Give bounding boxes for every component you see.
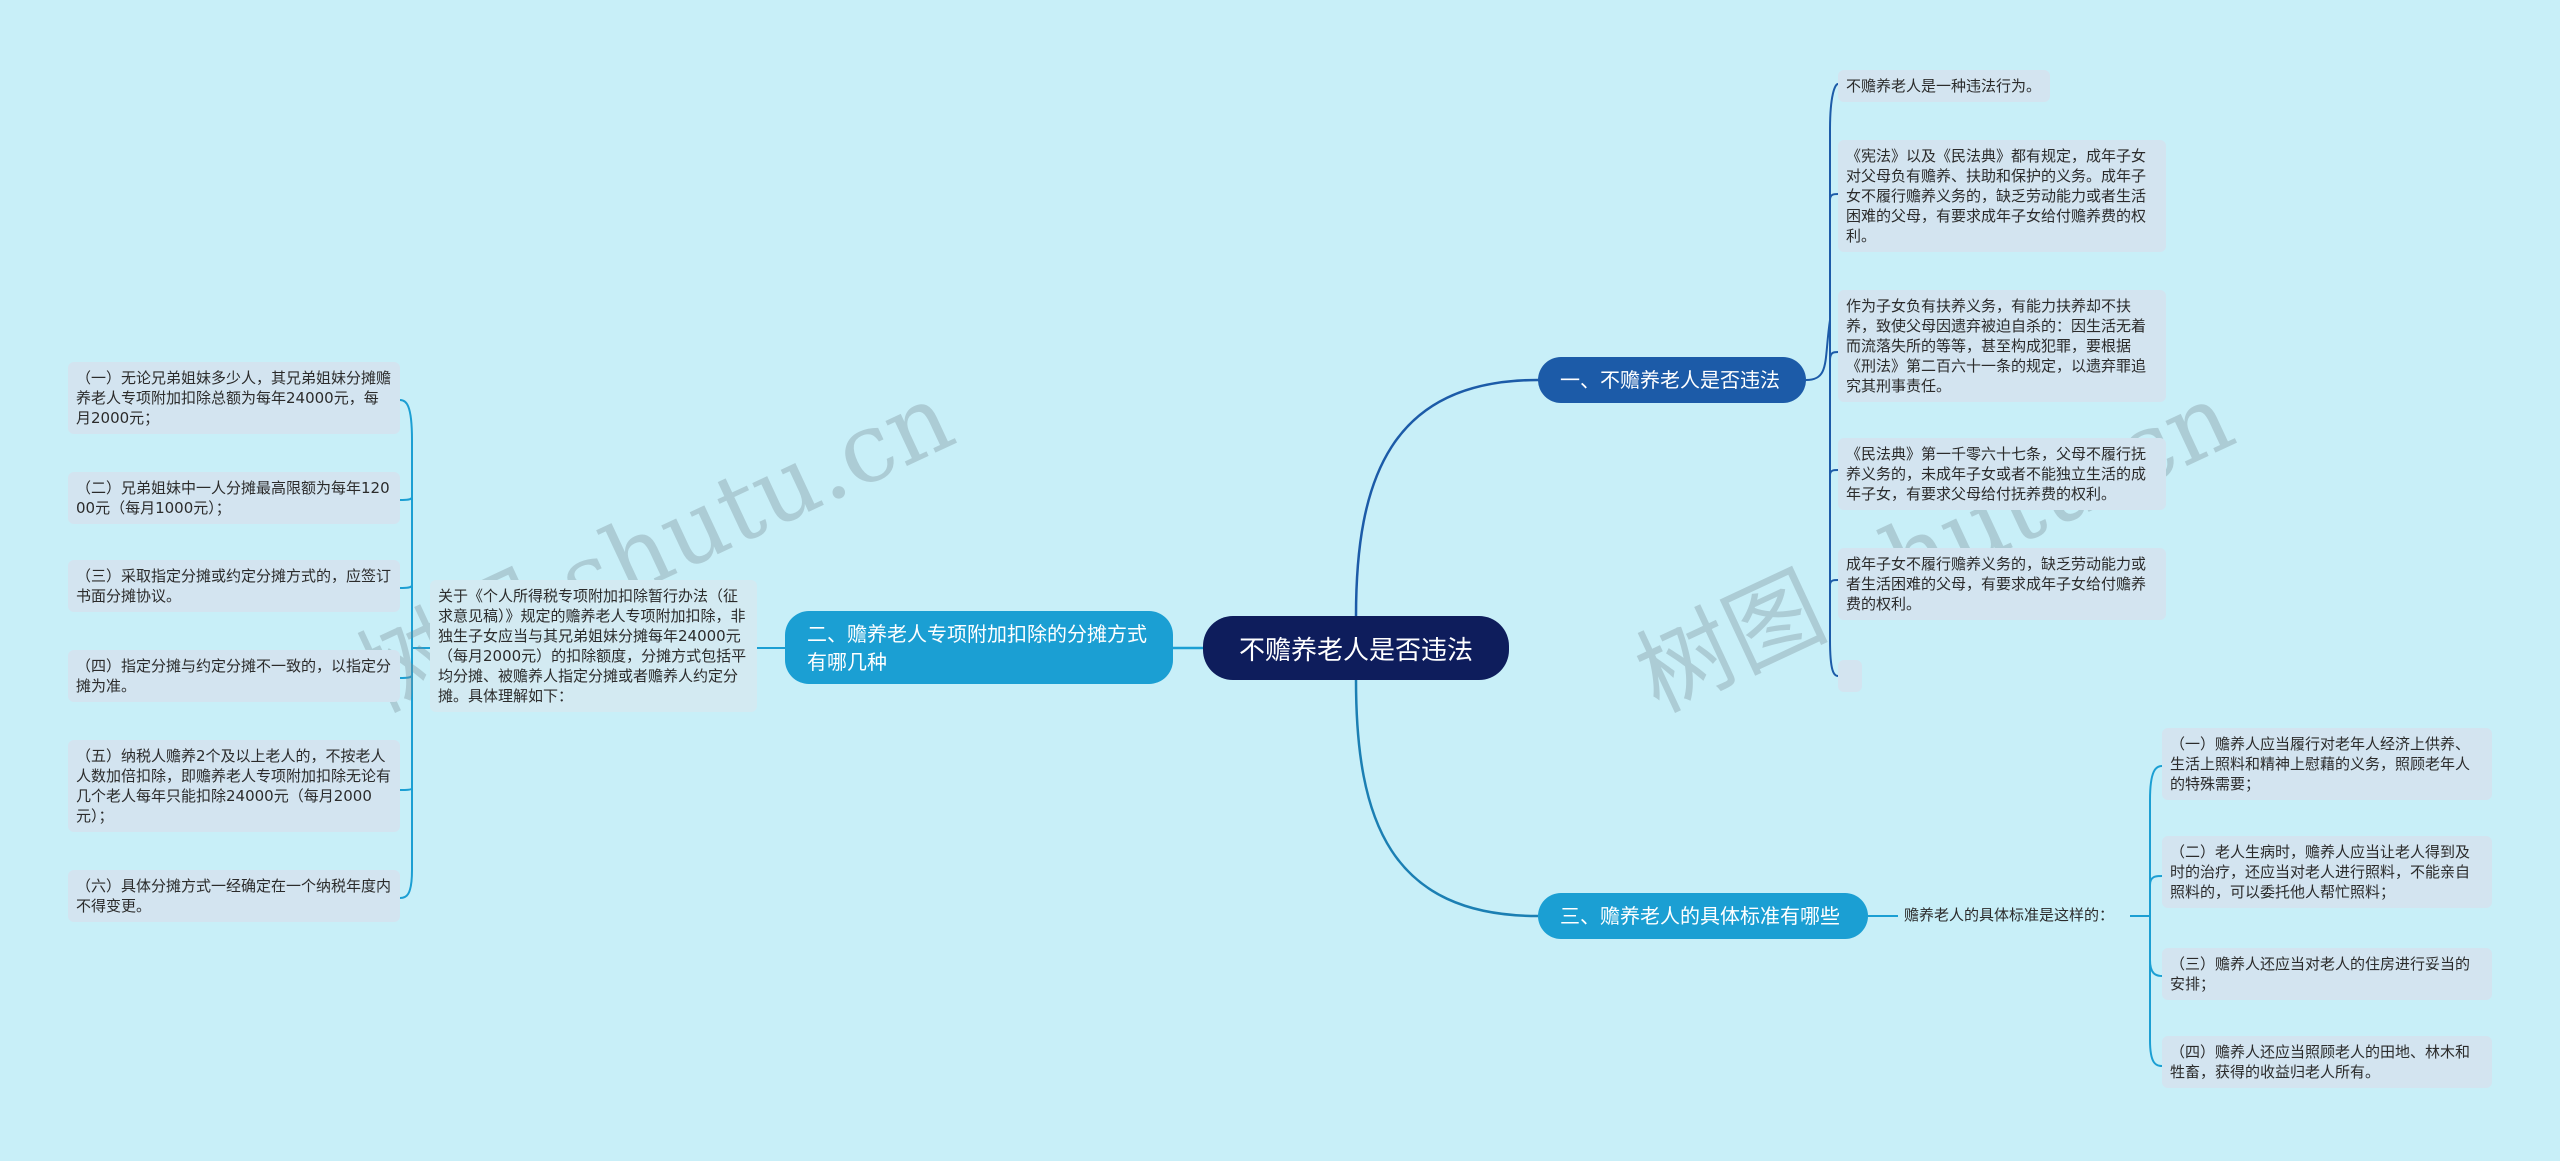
branch3-leaf-2[interactable]: （二）老人生病时，赡养人应当让老人得到及时的治疗，还应当对老人进行照料，不能亲自… xyxy=(2162,836,2492,908)
branch1-leaf-2[interactable]: 《宪法》以及《民法典》都有规定，成年子女对父母负有赡养、扶助和保护的义务。成年子… xyxy=(1838,140,2166,252)
branch3-intro[interactable]: 赡养老人的具体标准是这样的： xyxy=(1904,906,2115,924)
branch3-leaf-1[interactable]: （一）赡养人应当履行对老年人经济上供养、生活上照料和精神上慰藉的义务，照顾老年人… xyxy=(2162,728,2492,800)
branch2-leaf-3[interactable]: （三）采取指定分摊或约定分摊方式的，应签订书面分摊协议。 xyxy=(68,560,400,612)
branch3-leaf-4[interactable]: （四）赡养人还应当照顾老人的田地、林木和牲畜，获得的收益归老人所有。 xyxy=(2162,1036,2492,1088)
branch2-leaf-2[interactable]: （二）兄弟姐妹中一人分摊最高限额为每年12000元（每月1000元）； xyxy=(68,472,400,524)
branch-node-3[interactable]: 三、赡养老人的具体标准有哪些 xyxy=(1538,893,1868,939)
branch1-leaf-5[interactable]: 成年子女不履行赡养义务的，缺乏劳动能力或者生活困难的父母，有要求成年子女给付赡养… xyxy=(1838,548,2166,620)
branch-node-2[interactable]: 二、赡养老人专项附加扣除的分摊方式有哪几种 xyxy=(785,611,1173,684)
branch1-leaf-6[interactable] xyxy=(1838,660,1862,692)
branch3-leaf-3[interactable]: （三）赡养人还应当对老人的住房进行妥当的安排； xyxy=(2162,948,2492,1000)
branch1-leaf-3[interactable]: 作为子女负有扶养义务，有能力扶养却不扶养，致使父母因遗弃被迫自杀的：因生活无着而… xyxy=(1838,290,2166,402)
branch1-leaf-4[interactable]: 《民法典》第一千零六十七条，父母不履行抚养义务的，未成年子女或者不能独立生活的成… xyxy=(1838,438,2166,510)
branch2-intro[interactable]: 关于《个人所得税专项附加扣除暂行办法（征求意见稿）》规定的赡养老人专项附加扣除，… xyxy=(430,580,757,712)
branch2-leaf-5[interactable]: （五）纳税人赡养2个及以上老人的，不按老人人数加倍扣除，即赡养老人专项附加扣除无… xyxy=(68,740,400,832)
root-node[interactable]: 不赡养老人是否违法 xyxy=(1203,616,1509,680)
branch-node-1[interactable]: 一、不赡养老人是否违法 xyxy=(1538,357,1806,403)
branch2-leaf-4[interactable]: （四）指定分摊与约定分摊不一致的，以指定分摊为准。 xyxy=(68,650,400,702)
branch2-leaf-1[interactable]: （一）无论兄弟姐妹多少人，其兄弟姐妹分摊赡养老人专项附加扣除总额为每年24000… xyxy=(68,362,400,434)
branch2-leaf-6[interactable]: （六）具体分摊方式一经确定在一个纳税年度内不得变更。 xyxy=(68,870,400,922)
branch1-leaf-1[interactable]: 不赡养老人是一种违法行为。 xyxy=(1838,70,2050,102)
